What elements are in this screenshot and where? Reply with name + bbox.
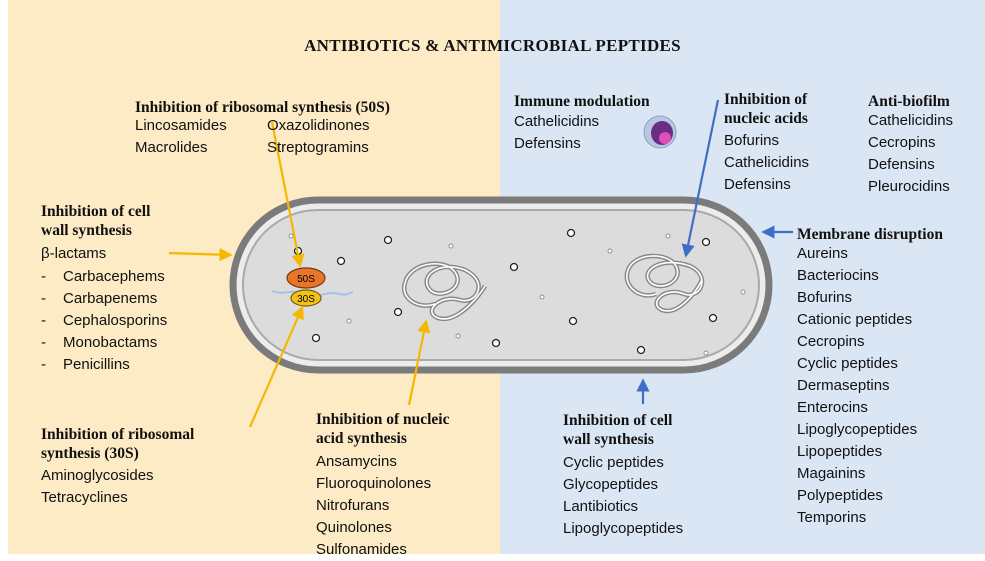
list-item: -Penicillins: [41, 354, 167, 376]
heading-line: nucleic acids: [724, 109, 808, 128]
list-item: Bofurins: [797, 287, 917, 309]
heading-line: Inhibition of: [724, 90, 808, 109]
list-item: Enterocins: [797, 397, 917, 419]
list-item: -Monobactams: [41, 332, 167, 354]
list-item: Magainins: [797, 463, 917, 485]
ribo50-col2: Oxazolidinones Streptogramins: [267, 115, 370, 159]
list-item: Dermaseptins: [797, 375, 917, 397]
list-item: Glycopeptides: [563, 474, 683, 496]
heading-line: synthesis (30S): [41, 444, 194, 463]
list-item: Cationic peptides: [797, 309, 917, 331]
list-item: Cathelicidins: [724, 152, 809, 174]
nucleic-amp-heading: Inhibition of nucleic acids: [724, 90, 808, 128]
list-item: Pleurocidins: [868, 176, 953, 198]
cellwall-ab-list: -Carbacephems -Carbapenems -Cephalospori…: [41, 266, 167, 376]
list-item: -Cephalosporins: [41, 310, 167, 332]
page-title: ANTIBIOTICS & ANTIMICROBIAL PEPTIDES: [0, 36, 985, 56]
list-item: Cecropins: [797, 331, 917, 353]
heading-line: wall synthesis: [563, 430, 672, 449]
cellwall-amp-heading: Inhibition of cell wall synthesis: [563, 411, 672, 449]
list-item: Fluoroquinolones: [316, 473, 431, 495]
heading-line: acid synthesis: [316, 429, 450, 448]
nucleic-ab-list: Ansamycins Fluoroquinolones Nitrofurans …: [316, 451, 431, 561]
list-item: Cecropins: [868, 132, 953, 154]
cellwall-ab-heading: Inhibition of cell wall synthesis: [41, 202, 150, 240]
list-item: Lipoglycopeptides: [797, 419, 917, 441]
list-item: Bofurins: [724, 130, 809, 152]
list-item: -Carbacephems: [41, 266, 167, 288]
list-item: Macrolides: [135, 137, 227, 159]
list-item: Temporins: [797, 507, 917, 529]
list-item: Sulfonamides: [316, 539, 431, 561]
immune-list: Cathelicidins Defensins: [514, 111, 599, 155]
list-item: Cathelicidins: [868, 110, 953, 132]
list-item: Cyclic peptides: [563, 452, 683, 474]
list-item: Quinolones: [316, 517, 431, 539]
immune-heading: Immune modulation: [514, 92, 650, 111]
list-item: Cyclic peptides: [797, 353, 917, 375]
list-item: Oxazolidinones: [267, 115, 370, 137]
cellwall-ab-lead: β-lactams: [41, 243, 106, 265]
list-item: Defensins: [724, 174, 809, 196]
immune-cell-icon: [644, 116, 676, 148]
list-item: Cathelicidins: [514, 111, 599, 133]
heading-line: Inhibition of cell: [563, 411, 672, 430]
list-item: Lantibiotics: [563, 496, 683, 518]
membrane-heading: Membrane disruption: [797, 225, 943, 244]
ribosome-50s-label: 50S: [297, 274, 315, 285]
heading-line: Inhibition of cell: [41, 202, 150, 221]
ribosome-30s-label: 30S: [297, 294, 315, 305]
membrane-list: Aureins Bacteriocins Bofurins Cationic p…: [797, 243, 917, 529]
list-item: Defensins: [514, 133, 599, 155]
arrow-cell-wall-ab: [169, 253, 230, 255]
list-item: Tetracyclines: [41, 487, 154, 509]
biofilm-heading: Anti-biofilm: [868, 92, 950, 111]
ribo50-col1: Lincosamides Macrolides: [135, 115, 227, 159]
list-item: Streptogramins: [267, 137, 370, 159]
list-item: Nitrofurans: [316, 495, 431, 517]
biofilm-list: Cathelicidins Cecropins Defensins Pleuro…: [868, 110, 953, 198]
list-item: Lipoglycopeptides: [563, 518, 683, 540]
ribo30-heading: Inhibition of ribosomal synthesis (30S): [41, 425, 194, 463]
list-item: -Carbapenems: [41, 288, 167, 310]
list-item: Lincosamides: [135, 115, 227, 137]
nucleic-ab-heading: Inhibition of nucleic acid synthesis: [316, 410, 450, 448]
list-item: Aminoglycosides: [41, 465, 154, 487]
heading-line: Inhibition of nucleic: [316, 410, 450, 429]
list-item: Polypeptides: [797, 485, 917, 507]
list-item: Bacteriocins: [797, 265, 917, 287]
cellwall-amp-list: Cyclic peptides Glycopeptides Lantibioti…: [563, 452, 683, 540]
heading-line: wall synthesis: [41, 221, 150, 240]
ribo30-list: Aminoglycosides Tetracyclines: [41, 465, 154, 509]
list-item: Aureins: [797, 243, 917, 265]
list-item: Defensins: [868, 154, 953, 176]
list-item: Lipopeptides: [797, 441, 917, 463]
nucleic-amp-list: Bofurins Cathelicidins Defensins: [724, 130, 809, 196]
heading-line: Inhibition of ribosomal: [41, 425, 194, 444]
list-item: Ansamycins: [316, 451, 431, 473]
